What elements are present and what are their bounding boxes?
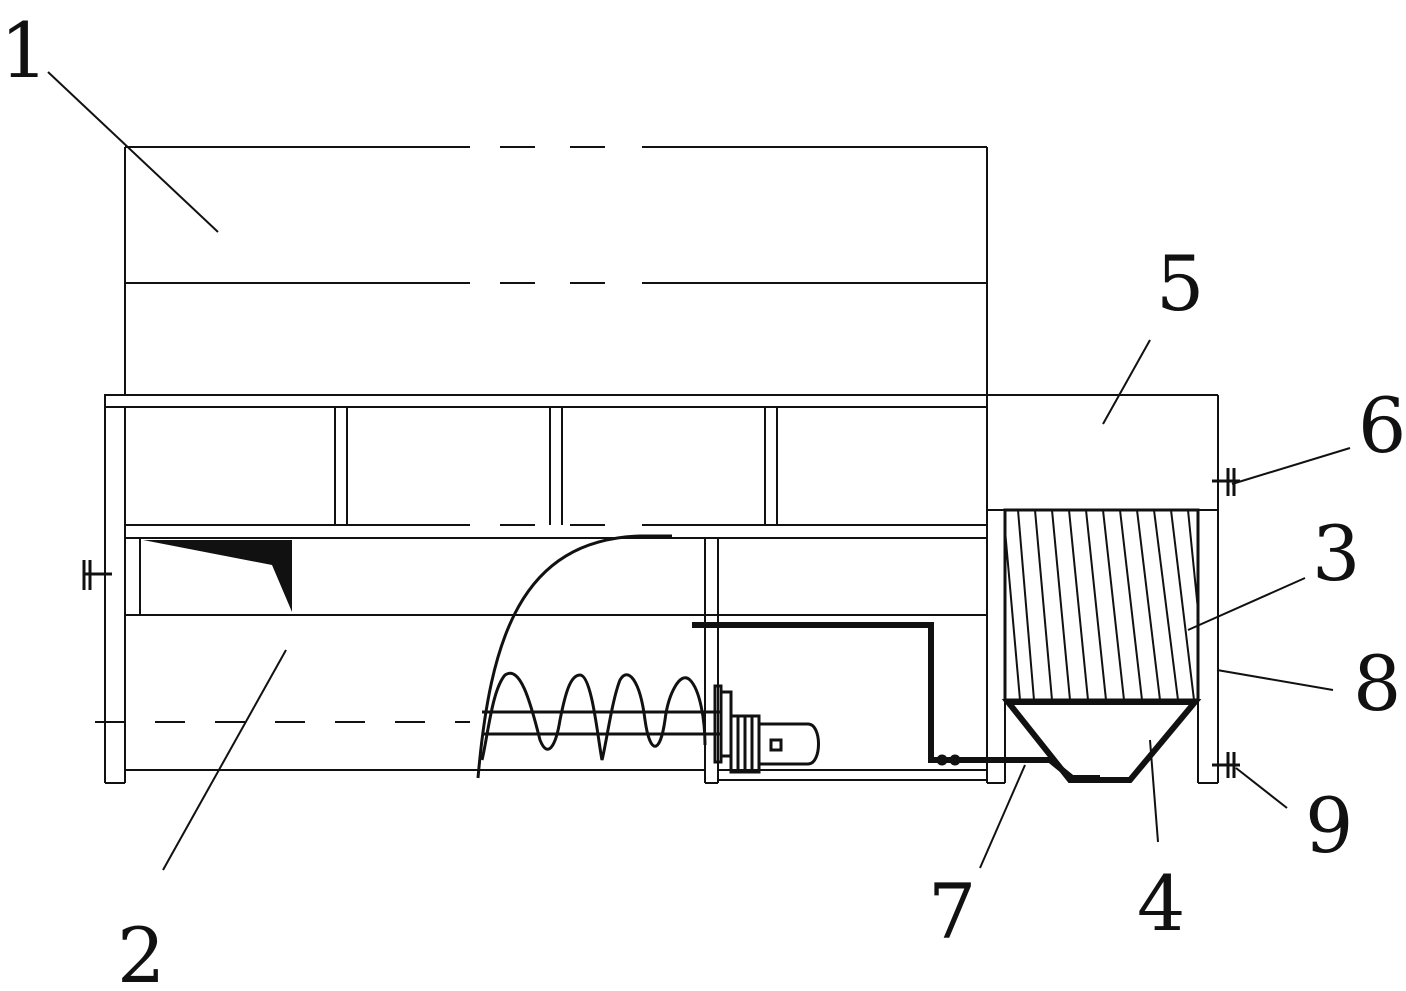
label-7: 7	[928, 867, 976, 956]
label-4: 4	[1137, 859, 1185, 948]
right-bolt-lower	[1212, 752, 1240, 778]
collecting-hopper	[1001, 699, 1202, 783]
label-6: 6	[1358, 381, 1406, 470]
right-bolt-upper	[1212, 468, 1240, 496]
deflector-plate	[143, 540, 292, 612]
left-handle	[82, 560, 112, 590]
screw-conveyor	[476, 534, 733, 779]
main-frame	[95, 394, 1219, 784]
motor	[729, 714, 820, 774]
filter-screen	[1003, 508, 1200, 702]
label-8: 8	[1353, 639, 1401, 728]
label-1: 1	[0, 6, 48, 95]
leader-lines	[47, 71, 1351, 871]
upper-housing	[124, 146, 988, 395]
label-2: 2	[117, 911, 165, 991]
label-5: 5	[1156, 239, 1204, 328]
pipe-valve	[936, 754, 961, 766]
label-9: 9	[1305, 781, 1353, 870]
label-3: 3	[1312, 509, 1360, 598]
